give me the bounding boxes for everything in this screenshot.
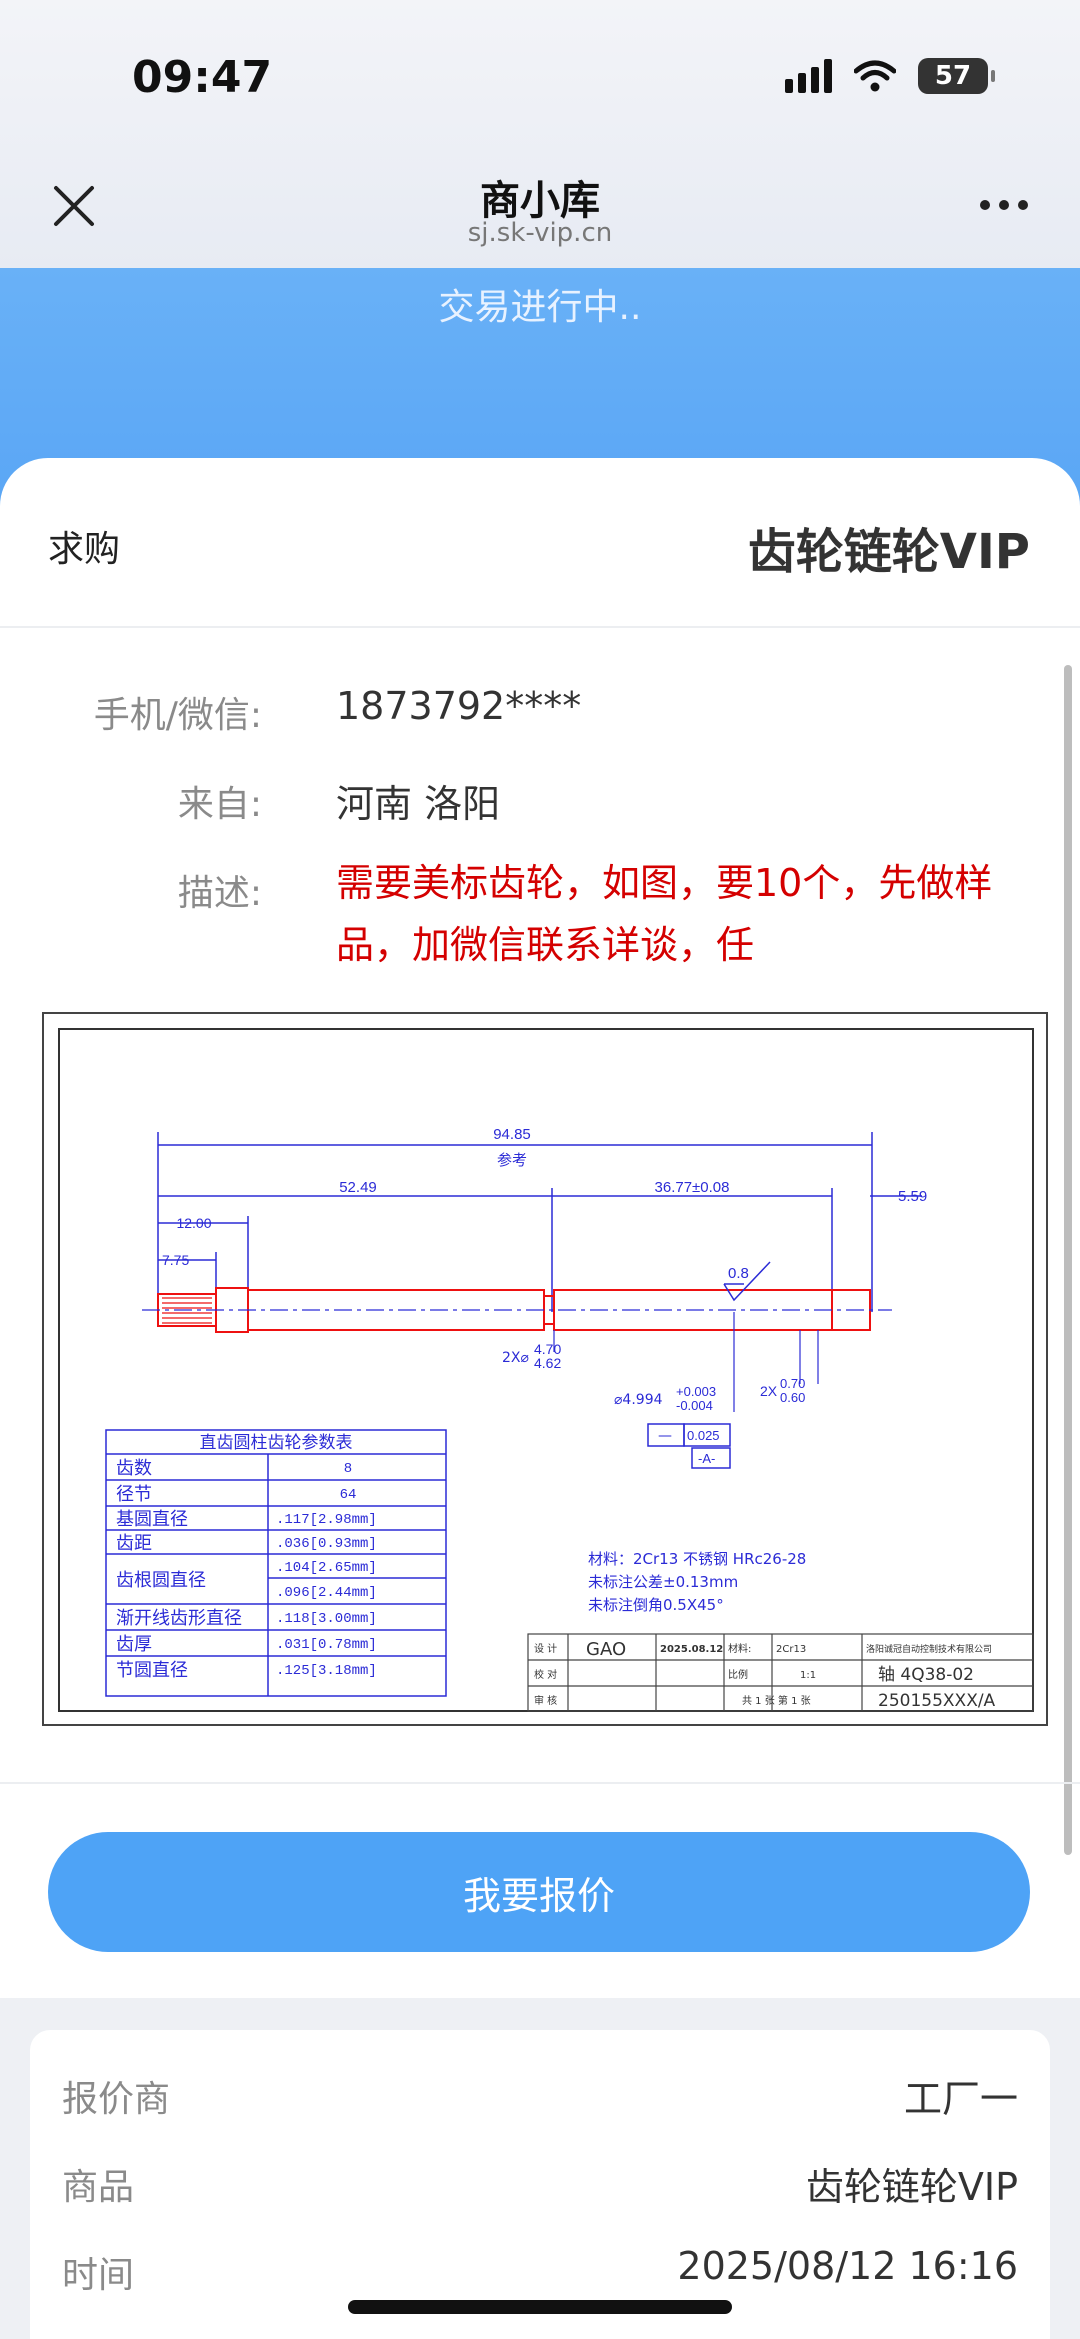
dim2-prefix: 2X bbox=[760, 1383, 778, 1399]
more-icon[interactable] bbox=[980, 200, 1028, 210]
table-row-value: .096[2.44mm] bbox=[276, 1585, 377, 1601]
gdt-symbol: — bbox=[658, 1428, 672, 1444]
table-row-value: .125[3.18mm] bbox=[276, 1663, 377, 1679]
table-row-name: 渐开线齿形直径 bbox=[116, 1608, 242, 1629]
description-value: 需要美标齿轮，如图，要10个，先做样品，加微信联系详谈，任 bbox=[336, 861, 993, 967]
status-time: 09:47 bbox=[132, 52, 273, 103]
supplier-label: 报价商 bbox=[62, 2079, 171, 2120]
tb-material-label: 材料: bbox=[728, 1642, 751, 1655]
scrollbar[interactable] bbox=[1064, 665, 1072, 1855]
tb-part: 轴 4Q38-02 bbox=[878, 1665, 974, 1685]
wifi-icon bbox=[854, 60, 896, 92]
product-title: 齿轮链轮VIP bbox=[747, 524, 1030, 580]
tb-material: 2Cr13 bbox=[776, 1644, 806, 1655]
product-value: 齿轮链轮VIP bbox=[805, 2165, 1018, 2209]
table-row-name: 节圆直径 bbox=[116, 1660, 188, 1681]
dim-total: 94.85 bbox=[493, 1126, 531, 1143]
dim2-top: 0.70 bbox=[780, 1376, 805, 1391]
table-title: 直齿圆柱齿轮参数表 bbox=[200, 1433, 353, 1453]
tb-approve: 审 核 bbox=[534, 1694, 557, 1707]
close-icon[interactable] bbox=[48, 180, 100, 232]
dim-ref: 参考 bbox=[497, 1151, 527, 1169]
dim-c: 5.59 bbox=[898, 1188, 927, 1205]
gdt-datum: -A- bbox=[698, 1451, 715, 1466]
gdt-value: 0.025 bbox=[687, 1428, 720, 1443]
description-label: 描述: bbox=[177, 873, 262, 914]
status-icons: 57 bbox=[785, 58, 995, 94]
table-row-name: 齿根圆直径 bbox=[116, 1570, 206, 1591]
time-value: 2025/08/12 16:16 bbox=[677, 2244, 1018, 2288]
dia2: ⌀4.994 bbox=[614, 1392, 663, 1408]
table-row-value: .117[2.98mm] bbox=[276, 1512, 377, 1528]
dim-a: 52.49 bbox=[339, 1179, 377, 1196]
tb-sheets: 共 1 张 第 1 张 bbox=[742, 1694, 811, 1707]
drawing-note: 未标注公差±0.13mm bbox=[588, 1573, 738, 1591]
table-row-name: 齿数 bbox=[116, 1458, 152, 1479]
dim-b: 36.77±0.08 bbox=[655, 1179, 730, 1196]
dia1-top: 4.70 bbox=[534, 1341, 561, 1357]
dim2-bot: 0.60 bbox=[780, 1390, 805, 1405]
request-type-label: 求购 bbox=[48, 529, 121, 570]
signal-icon bbox=[785, 59, 832, 93]
product-label: 商品 bbox=[62, 2167, 135, 2208]
tb-code: 250155XXX/A bbox=[878, 1691, 996, 1711]
tb-design: 设 计 bbox=[534, 1642, 557, 1655]
tb-name: GAO bbox=[586, 1639, 626, 1660]
header-area bbox=[0, 0, 1080, 268]
technical-drawing-image[interactable]: 94.85 参考 52.49 36.77±0.08 5.59 12.00 7.7… bbox=[42, 1012, 1048, 1726]
table-row-value: .118[3.00mm] bbox=[276, 1611, 377, 1627]
table-row-name: 齿厚 bbox=[116, 1634, 152, 1655]
phone-label: 手机/微信: bbox=[93, 695, 262, 736]
dim-e: 7.75 bbox=[162, 1252, 189, 1268]
time-label: 时间 bbox=[62, 2255, 135, 2296]
dia1-prefix: 2X⌀ bbox=[502, 1350, 529, 1366]
location-label: 来自: bbox=[177, 784, 262, 825]
tb-date: 2025.08.12 bbox=[660, 1644, 723, 1655]
tb-company: 洛阳诚冠自动控制技术有限公司 bbox=[866, 1643, 992, 1655]
divider bbox=[0, 1782, 1080, 1784]
drawing-note: 材料：2Cr13 不锈钢 HRc26-28 bbox=[588, 1550, 806, 1568]
tb-check: 校 对 bbox=[534, 1668, 557, 1681]
quote-button[interactable]: 我要报价 bbox=[48, 1832, 1030, 1952]
table-row-name: 齿距 bbox=[116, 1533, 152, 1554]
table-row-value: .104[2.65mm] bbox=[276, 1560, 377, 1576]
transaction-status: 交易进行中.. bbox=[438, 287, 642, 328]
roughness-label: 0.8 bbox=[728, 1265, 749, 1282]
supplier-value: 工厂一 bbox=[903, 2077, 1018, 2121]
page-url: sj.sk-vip.cn bbox=[467, 218, 613, 248]
tb-scale-label: 比例 bbox=[728, 1668, 748, 1681]
table-row-value: .036[0.93mm] bbox=[276, 1536, 377, 1552]
quote-info-card bbox=[30, 2030, 1050, 2339]
table-row-value: 64 bbox=[340, 1487, 357, 1503]
table-row-name: 径节 bbox=[116, 1484, 152, 1505]
drawing-note: 未标注倒角0.5X45° bbox=[588, 1596, 724, 1614]
dia1-bot: 4.62 bbox=[534, 1355, 561, 1371]
dim-d: 12.00 bbox=[176, 1215, 211, 1231]
location-value: 河南 洛阳 bbox=[336, 782, 501, 826]
table-row-value: 8 bbox=[344, 1461, 352, 1477]
tol-dn: -0.004 bbox=[676, 1398, 713, 1413]
tol-up: +0.003 bbox=[676, 1384, 716, 1399]
table-row-name: 基圆直径 bbox=[116, 1509, 188, 1530]
home-indicator[interactable] bbox=[348, 2300, 732, 2314]
tb-scale: 1:1 bbox=[800, 1670, 816, 1681]
table-row-value: .031[0.78mm] bbox=[276, 1637, 377, 1653]
card-header bbox=[0, 458, 1080, 628]
battery-icon: 57 bbox=[918, 58, 995, 94]
phone-value: 1873792**** bbox=[336, 684, 582, 728]
page-title: 商小库 bbox=[480, 178, 600, 224]
